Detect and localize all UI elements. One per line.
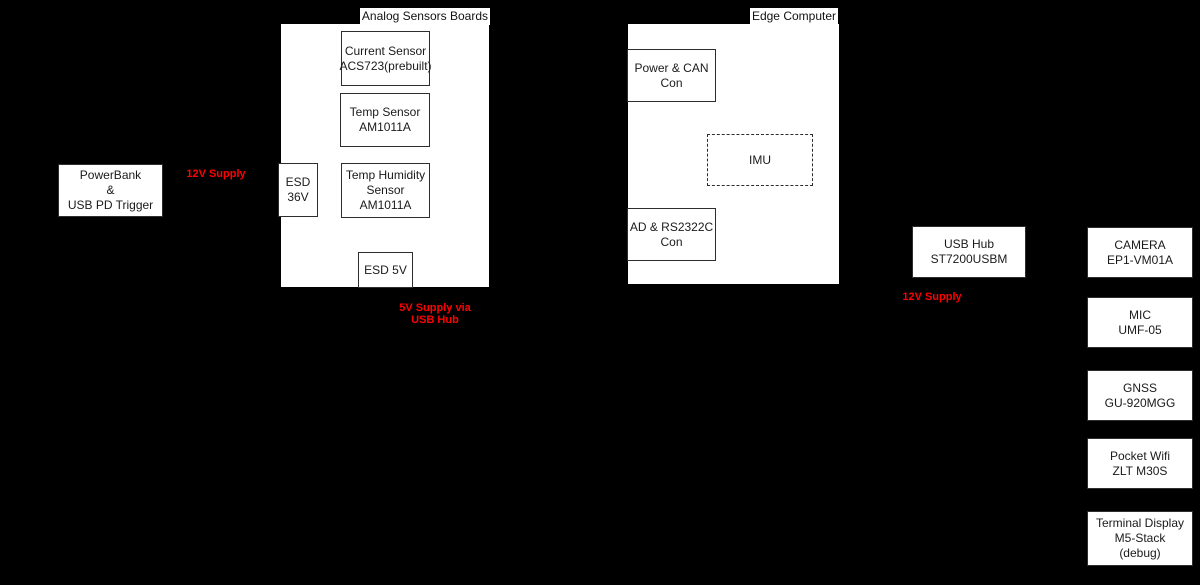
camera-label: CAMERA EP1-VM01A <box>1106 237 1174 267</box>
temp-humidity-sensor-node: Temp Humidity Sensor AM1011A <box>341 163 430 218</box>
mic-label: MIC UMF-05 <box>1118 307 1162 337</box>
supply-label-12v-right: 12V Supply <box>902 291 962 303</box>
ad-rs2322c-con-label: AD & RS2322C Con <box>629 219 714 249</box>
ad-rs2322c-con-node: AD & RS2322C Con <box>627 208 716 261</box>
gnss-label: GNSS GU-920MGG <box>1104 380 1176 410</box>
supply-label-12v-left: 12V Supply <box>186 168 246 180</box>
current-sensor-node: Current Sensor ACS723(prebuilt) <box>339 31 432 86</box>
pocket-wifi-node: Pocket Wifi ZLT M30S <box>1087 438 1193 489</box>
temp-sensor-node: Temp Sensor AM1011A <box>340 93 430 147</box>
terminal-display-label: Terminal Display M5-Stack (debug) <box>1095 516 1185 560</box>
powerbank-label: PowerBank & USB PD Trigger <box>67 168 154 212</box>
power-can-con-node: Power & CAN Con <box>627 49 716 102</box>
esd-5v-label: ESD 5V <box>364 262 407 277</box>
gnss-node: GNSS GU-920MGG <box>1087 370 1193 421</box>
usb-hub-label: USB Hub ST7200USBM <box>930 237 1008 266</box>
usb-hub-node: USB Hub ST7200USBM <box>912 226 1026 278</box>
esd-36v-label: ESD 36V <box>285 175 311 204</box>
edge-computer-group-title: Edge Computer <box>749 8 838 25</box>
imu-node: IMU <box>707 134 813 186</box>
analog-sensors-group-title: Analog Sensors Boards <box>359 8 490 25</box>
powerbank-node: PowerBank & USB PD Trigger <box>58 164 163 217</box>
terminal-display-node: Terminal Display M5-Stack (debug) <box>1087 511 1193 566</box>
power-can-con-label: Power & CAN Con <box>634 60 709 90</box>
supply-label-5v-usb: 5V Supply via USB Hub <box>399 302 471 326</box>
camera-node: CAMERA EP1-VM01A <box>1087 227 1193 278</box>
temp-sensor-label: Temp Sensor AM1011A <box>349 105 421 134</box>
imu-label: IMU <box>749 152 771 167</box>
pocket-wifi-label: Pocket Wifi ZLT M30S <box>1109 448 1170 478</box>
esd-5v-node: ESD 5V <box>358 252 413 288</box>
current-sensor-label: Current Sensor ACS723(prebuilt) <box>339 43 432 73</box>
esd-36v-node: ESD 36V <box>278 163 318 217</box>
mic-node: MIC UMF-05 <box>1087 297 1193 348</box>
temp-humidity-sensor-label: Temp Humidity Sensor AM1011A <box>345 168 426 212</box>
